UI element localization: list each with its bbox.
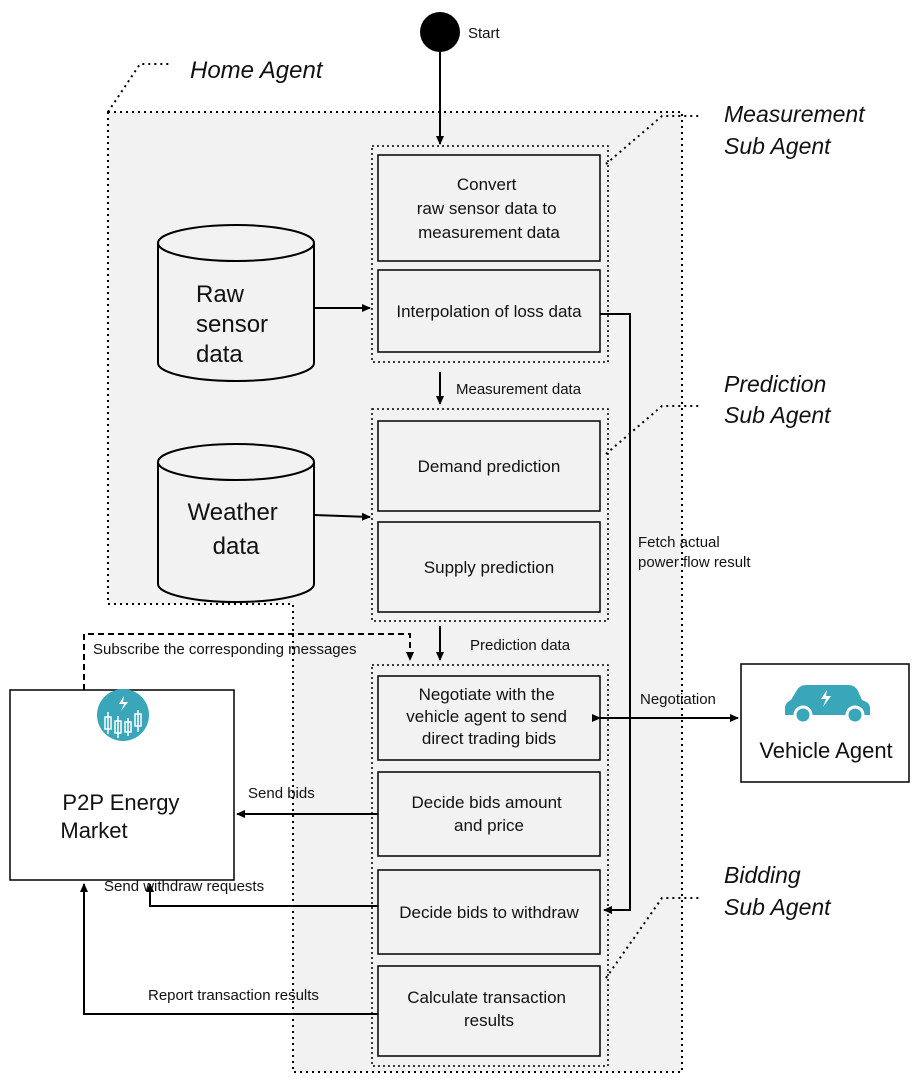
calculate-results-box xyxy=(377,965,601,1057)
weather-arrow xyxy=(313,512,371,521)
raw-sensor-label: Raw sensor data xyxy=(196,281,275,368)
supply-prediction-text: Supply prediction xyxy=(424,558,554,577)
convert-raw-data-box xyxy=(377,154,601,262)
raw-sensor-database xyxy=(157,224,315,382)
send-withdraw-label: Send withdraw requests xyxy=(104,878,264,895)
negotiate-text: Negotiate with the vehicle agent to send… xyxy=(406,685,571,748)
decide-bids-amount-text: Decide bids amount and price xyxy=(412,793,567,835)
calculate-results-text: Calculate transaction results xyxy=(407,988,571,1030)
demand-prediction-text: Demand prediction xyxy=(418,457,561,476)
market-candlestick-icon xyxy=(97,689,149,741)
electric-car-icon xyxy=(785,685,870,725)
start-node xyxy=(420,12,460,52)
start-label: Start xyxy=(468,25,501,42)
home-agent-label: Home Agent xyxy=(190,57,324,84)
home-agent-callout-line xyxy=(107,63,172,113)
weather-database xyxy=(157,443,315,603)
bidding-callout-line xyxy=(605,897,702,979)
vehicle-agent-label: Vehicle Agent xyxy=(759,738,892,763)
report-results-label: Report transaction results xyxy=(148,987,319,1004)
fetch-power-flow-label: Fetch actual power flow result xyxy=(638,534,751,571)
supply-prediction-box xyxy=(377,521,601,613)
subscribe-messages-line xyxy=(83,633,414,690)
bidding-subagent-label: Bidding Sub Agent xyxy=(724,862,832,920)
weather-label: Weather data xyxy=(188,499,285,560)
decide-bids-amount-box xyxy=(377,771,601,857)
measurement-subagent-label: Measurement Sub Agent xyxy=(724,101,871,159)
p2p-market-label: P2P Energy Market xyxy=(60,790,185,843)
prediction-data-label: Prediction data xyxy=(470,637,571,654)
convert-raw-data-text: Convert raw sensor data to measurement d… xyxy=(417,175,562,242)
decide-bids-withdraw-box xyxy=(377,869,601,955)
prediction-subagent-label: Prediction Sub Agent xyxy=(724,371,833,428)
report-results-arrow xyxy=(80,883,378,1015)
bidding-subagent-group xyxy=(371,664,609,1067)
negotiate-box xyxy=(377,675,601,761)
measurement-data-label: Measurement data xyxy=(456,381,582,398)
prediction-callout-line xyxy=(605,405,700,455)
measurement-subagent-group xyxy=(371,145,609,363)
interpolation-text: Interpolation of loss data xyxy=(396,302,582,321)
interpolation-box xyxy=(377,269,601,353)
subscribe-messages-label: Subscribe the corresponding messages xyxy=(93,641,356,658)
decide-bids-withdraw-text: Decide bids to withdraw xyxy=(399,903,579,922)
demand-prediction-box xyxy=(377,420,601,512)
vehicle-agent-box xyxy=(740,663,910,783)
send-bids-label: Send bids xyxy=(248,785,315,802)
fetch-power-flow-line xyxy=(600,313,631,914)
send-withdraw-arrow xyxy=(146,883,378,907)
measurement-callout-line xyxy=(605,115,700,165)
negotiation-label: Negotiation xyxy=(640,691,716,708)
prediction-subagent-group xyxy=(371,408,609,622)
